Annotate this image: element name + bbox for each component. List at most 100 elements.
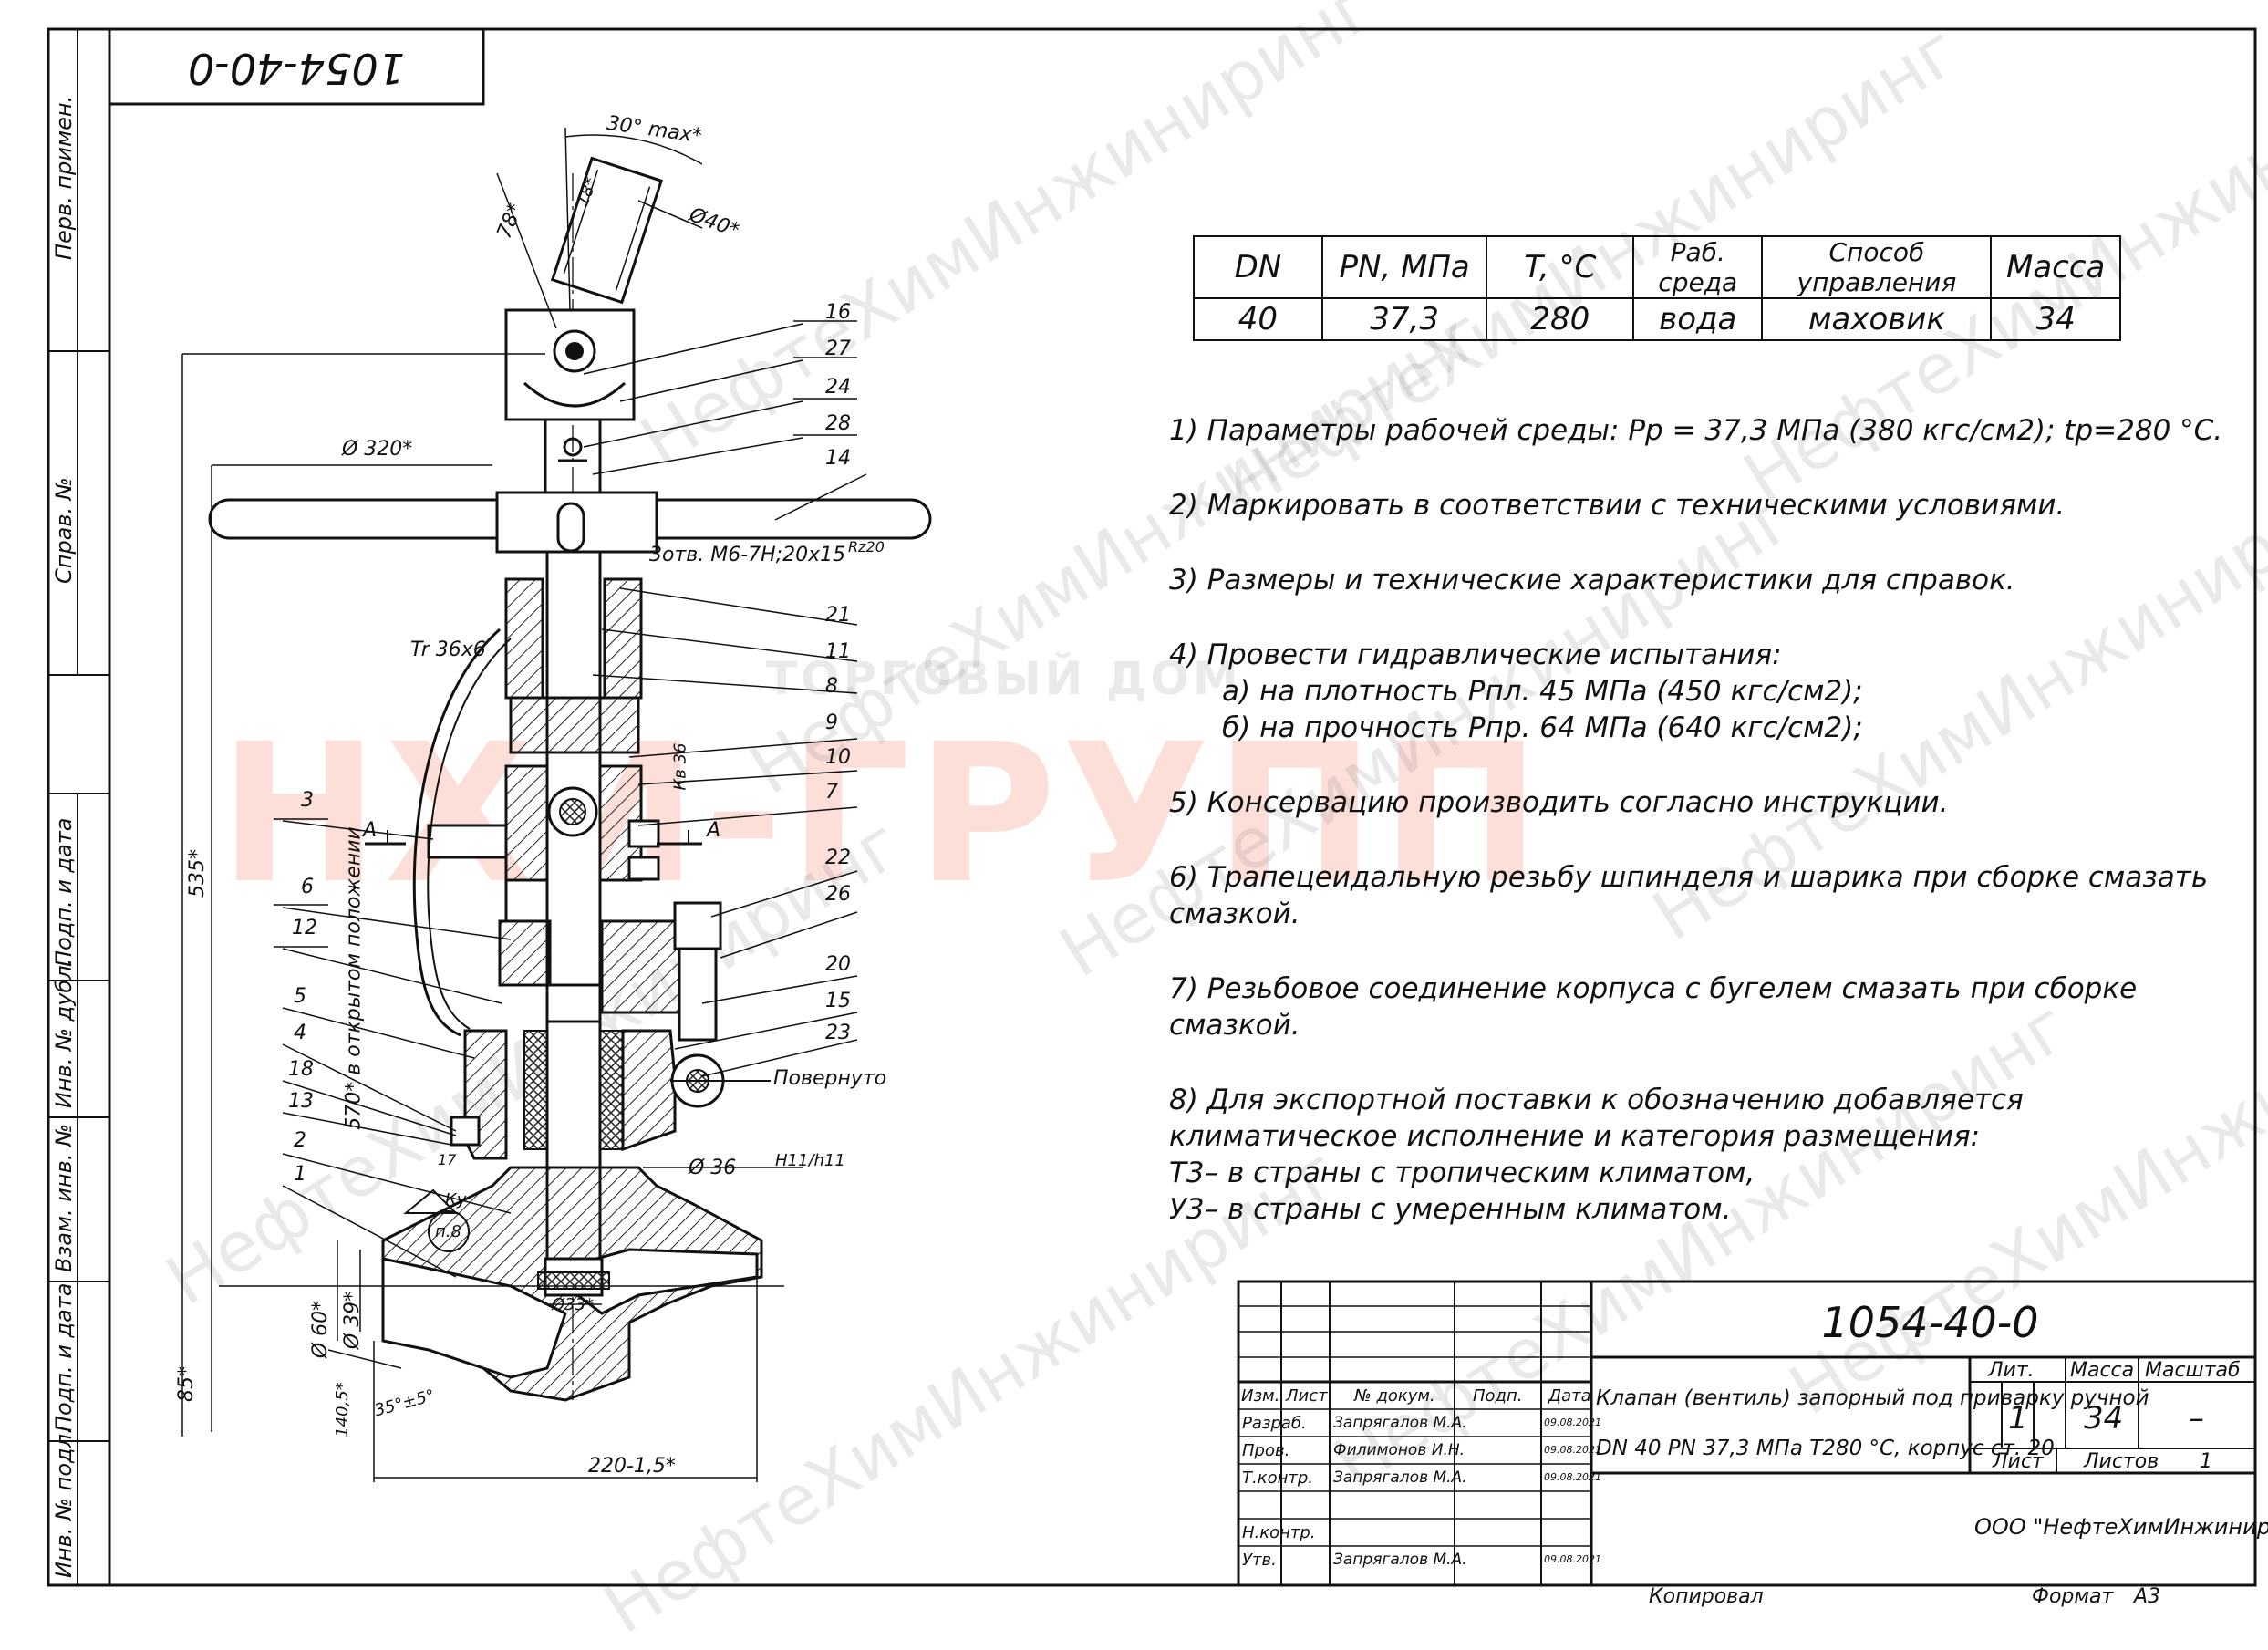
- part-label-9: 9: [825, 711, 838, 734]
- dim-kv: Кв 36: [670, 742, 690, 791]
- sign-name: Запрягалов М.А.: [1333, 1551, 1467, 1569]
- dim-570: 570* в открытом положении: [342, 826, 366, 1130]
- format-label: Формат: [2032, 1585, 2114, 1608]
- dim-85: 85*: [175, 1366, 198, 1402]
- dim-d60: Ø 60*: [309, 1300, 333, 1359]
- label-ku: Ку: [445, 1190, 467, 1209]
- note-subitem: б) на прочность Рпр. 64 МПа (640 кгс/см2…: [1222, 711, 1863, 744]
- note-subitem: У3– в страны с умеренным климатом.: [1169, 1193, 1732, 1226]
- dim-220: 220-1,5*: [588, 1455, 676, 1478]
- part-label-10: 10: [825, 746, 851, 769]
- part-label-7: 7: [825, 781, 838, 804]
- part-label-15: 15: [825, 990, 851, 1012]
- sign-role: Утв.: [1242, 1551, 1277, 1570]
- technical-notes: 1) Параметры рабочей среды: Рр = 37,3 МП…: [1169, 412, 2245, 1266]
- title-name-line1: Клапан (вентиль) запорный под приварку р…: [1596, 1386, 2149, 1410]
- dim-thread: Tr 36х6: [410, 638, 486, 661]
- note-subitem: Т3– в страны с тропическим климатом,: [1169, 1157, 1755, 1189]
- sign-role: Пров.: [1242, 1441, 1290, 1460]
- part-label-20: 20: [825, 953, 851, 976]
- label-17: 17: [438, 1151, 457, 1168]
- part-label-13: 13: [288, 1090, 314, 1113]
- part-label-18: 18: [288, 1058, 314, 1081]
- part-label-3: 3: [301, 789, 314, 812]
- col-list: Лист: [1286, 1386, 1328, 1406]
- dim-d320: Ø 320*: [342, 438, 413, 461]
- col-podp: Подп.: [1473, 1386, 1523, 1406]
- sign-name: Запрягалов М.А.: [1333, 1468, 1467, 1487]
- dim-rz: Rz20: [848, 538, 885, 555]
- title-mass-value: 34: [2084, 1400, 2124, 1437]
- part-label-27: 27: [825, 337, 851, 360]
- col-doc: № докум.: [1354, 1386, 1435, 1406]
- param-header-medium: Раб. среда: [1632, 235, 1764, 299]
- dim-d33: Ø33*: [552, 1295, 595, 1314]
- sign-date: 09.08.2021: [1544, 1444, 1601, 1456]
- part-label-24: 24: [825, 376, 851, 399]
- part-label-4: 4: [294, 1022, 306, 1044]
- note-item: 4) Провести гидравлические испытания: а)…: [1169, 637, 2245, 746]
- title-mass-label: Масса: [2070, 1359, 2135, 1382]
- note-item: 6) Трапецеидальную резьбу шпинделя и шар…: [1169, 861, 2209, 930]
- part-label-1: 1: [294, 1163, 306, 1186]
- note-item: 2) Маркировать в соответствии с техничес…: [1169, 489, 2066, 522]
- sign-role: Разраб.: [1242, 1414, 1307, 1433]
- sign-name: Запрягалов М.А.: [1333, 1414, 1467, 1432]
- note-item: 3) Размеры и технические характеристики …: [1169, 564, 2015, 597]
- param-value-mass: 34: [1990, 297, 2121, 341]
- parameters-value-row: 40 37,3 280 вода маховик 34: [1193, 297, 2121, 341]
- col-izm: Изм.: [1241, 1386, 1280, 1406]
- part-label-16: 16: [825, 301, 851, 324]
- doc-number-rotated: 1054-40-0: [187, 44, 406, 93]
- param-header-pn: PN, МПа: [1320, 235, 1488, 299]
- part-label-21: 21: [825, 604, 851, 627]
- param-header-mass: Масса: [1990, 235, 2121, 299]
- side-label-inv-podl: Инв. № подл.: [51, 1427, 77, 1578]
- title-lit-label: Лит.: [1988, 1359, 2035, 1382]
- title-sheets-label: Листов: [2084, 1450, 2159, 1473]
- parameters-header-row: DN PN, МПа T, °C Раб. среда Способ управ…: [1193, 235, 2121, 299]
- note-item: 5) Консервацию производить согласно инст…: [1169, 786, 1949, 819]
- part-label-2: 2: [294, 1129, 306, 1152]
- dim-d36: Ø 36: [689, 1157, 737, 1179]
- sign-date: 09.08.2021: [1544, 1553, 1601, 1565]
- sign-role: Н.контр.: [1242, 1523, 1316, 1542]
- parameters-table: DN PN, МПа T, °C Раб. среда Способ управ…: [1193, 235, 2121, 341]
- drawing-sheet: НХИ-ГРУПП ТОРГОВЫЙ ДОМ НефтеХимИнжинирин…: [47, 0, 2268, 1650]
- valve-drawing: [47, 27, 2257, 1587]
- section-mark-a-right: А: [707, 819, 721, 842]
- param-header-t: T, °C: [1486, 235, 1635, 299]
- param-header-dn: DN: [1193, 235, 1323, 299]
- part-label-12: 12: [292, 917, 317, 939]
- note-text: 8) Для экспортной поставки к обозначению…: [1169, 1084, 2024, 1153]
- param-value-dn: 40: [1193, 297, 1323, 341]
- side-label-podp-data-2: Подп. и дата: [51, 1282, 77, 1433]
- sign-date: 09.08.2021: [1544, 1417, 1601, 1428]
- title-doc-number: 1054-40-0: [1821, 1297, 2039, 1347]
- side-label-podp-data: Подп. и дата: [51, 817, 77, 968]
- part-label-11: 11: [825, 640, 851, 663]
- part-label-26: 26: [825, 883, 851, 906]
- label-p8: п.8: [435, 1222, 461, 1241]
- format-value: А3: [2134, 1585, 2161, 1608]
- sign-date: 09.08.2021: [1544, 1471, 1601, 1483]
- section-mark-a-left: А: [363, 819, 378, 842]
- dim-535: 535*: [186, 849, 209, 898]
- side-label-vzam-inv: Взам. инв. №: [51, 1124, 77, 1272]
- param-header-control: Способ управления: [1761, 235, 1993, 299]
- title-scale-value: –: [2189, 1400, 2204, 1437]
- sign-name: Филимонов И.Н.: [1333, 1441, 1465, 1459]
- sign-role: Т.контр.: [1242, 1468, 1314, 1488]
- side-label-perv-primen: Перв. примен.: [51, 95, 77, 260]
- label-povernuto: Повернуто: [773, 1067, 887, 1090]
- side-label-sprav-no: Справ. №: [51, 477, 77, 584]
- part-label-5: 5: [294, 985, 306, 1008]
- note-item: 7) Резьбовое соединение корпуса с бугеле…: [1169, 972, 2138, 1042]
- part-label-28: 28: [825, 412, 851, 435]
- note-text: 4) Провести гидравлические испытания:: [1169, 638, 1782, 671]
- dim-140: 140,5*: [332, 1382, 352, 1437]
- param-value-control: маховик: [1761, 297, 1993, 341]
- note-item: 8) Для экспортной поставки к обозначению…: [1169, 1082, 2245, 1228]
- title-lit-value: 1: [2008, 1400, 2028, 1437]
- param-value-pn: 37,3: [1320, 297, 1488, 341]
